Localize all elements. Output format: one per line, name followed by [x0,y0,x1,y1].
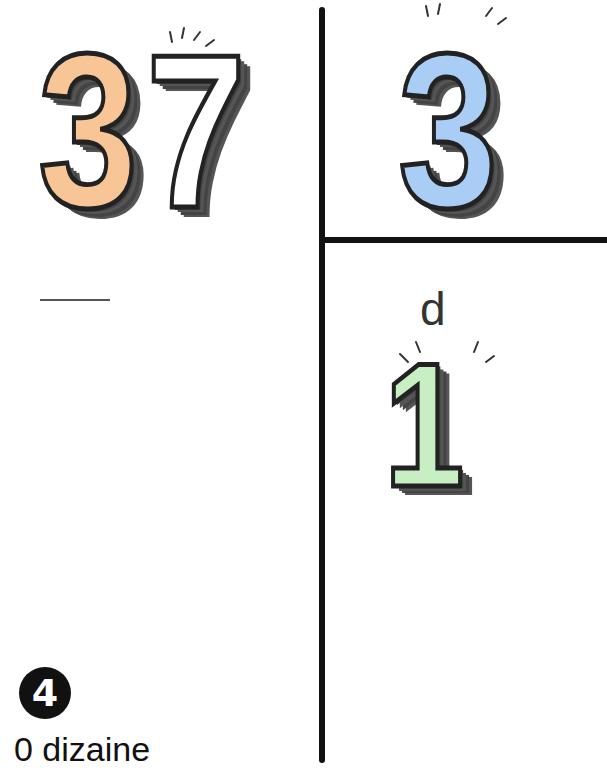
dividend-digit: 7 [146,22,246,242]
step-badge: 4 [19,667,71,719]
vertical-rule [319,10,325,760]
quotient-digit: 1 [384,338,464,514]
dividend-digit: 3 [38,22,138,242]
step-number: 4 [32,674,58,712]
divisor-digit: 3 [398,22,498,242]
place-letter: d [420,286,446,332]
caption-text: 0 dizaine [14,732,150,766]
faint-mark [40,299,110,301]
